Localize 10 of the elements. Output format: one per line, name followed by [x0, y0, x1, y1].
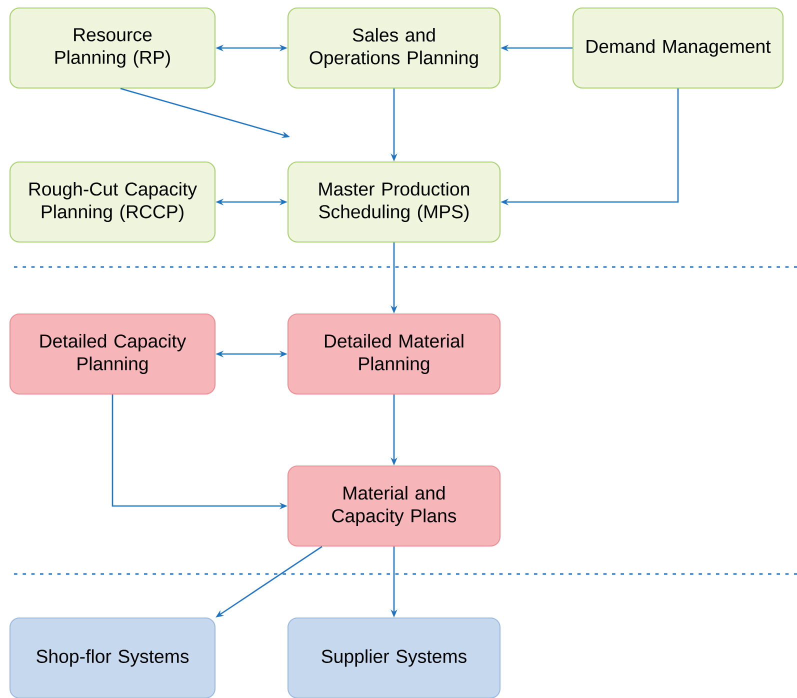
process-box: Detailed Capacity Planning — [9, 313, 216, 395]
process-box: Material and Capacity Plans — [287, 465, 501, 547]
process-box: Detailed Material Planning — [287, 313, 501, 395]
process-box: Rough-Cut Capacity Planning (RCCP) — [9, 161, 216, 243]
process-box: Resource Planning (RP) — [9, 7, 216, 89]
process-box: Demand Management — [572, 7, 784, 89]
process-box: Sales and Operations Planning — [287, 7, 501, 89]
process-box: Supplier Systems — [287, 617, 501, 698]
process-box: Shop-flor Systems — [9, 617, 216, 698]
process-box: Master Production Scheduling (MPS) — [287, 161, 501, 243]
